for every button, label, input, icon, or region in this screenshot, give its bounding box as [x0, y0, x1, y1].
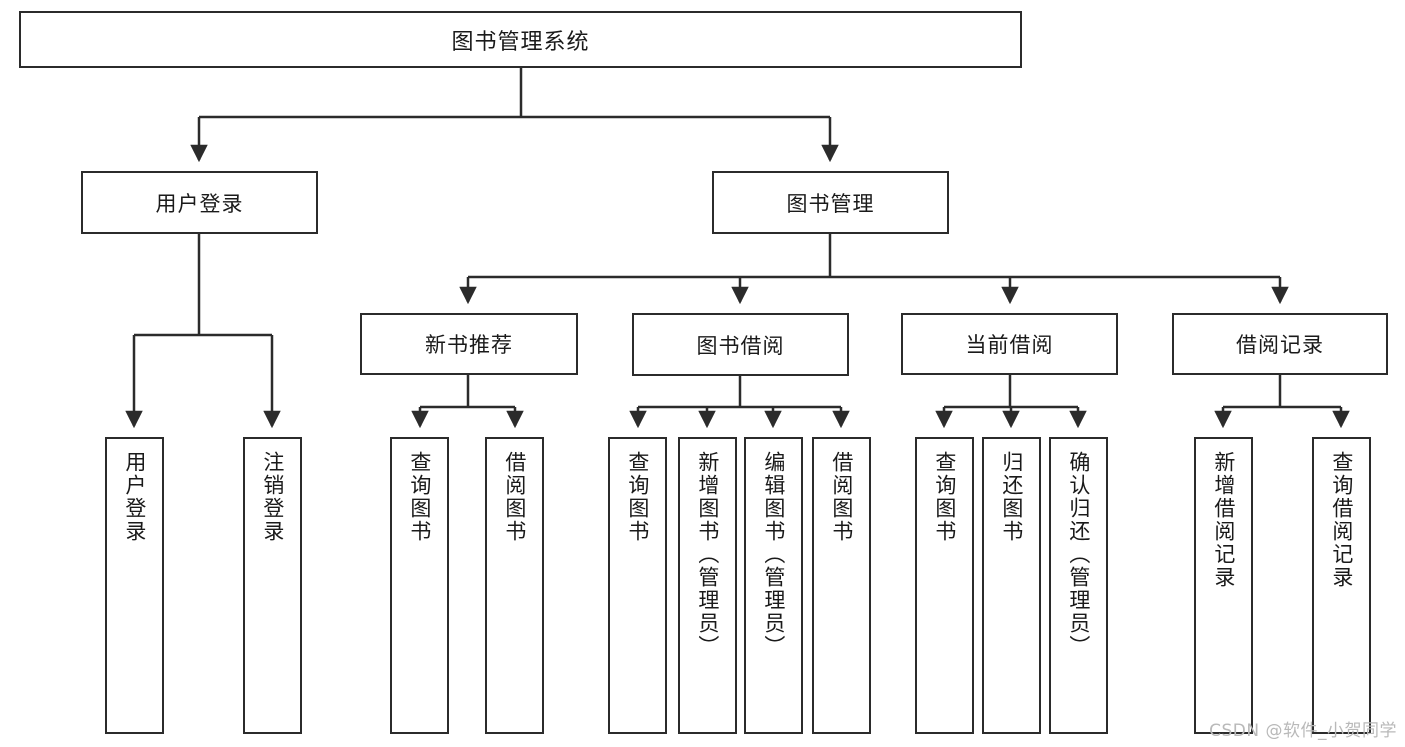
node-leaf-borrow-book-1[interactable]: 借阅图书 — [485, 437, 544, 734]
node-leaf-query-book-1[interactable]: 查询图书 — [390, 437, 449, 734]
node-leaf-edit-book-label: 编辑图书（管理员） — [761, 451, 786, 658]
node-leaf-user-login[interactable]: 用户登录 — [105, 437, 164, 734]
node-borrow-record[interactable]: 借阅记录 — [1172, 313, 1388, 375]
node-root-label: 图书管理系统 — [451, 29, 590, 55]
node-book-manage[interactable]: 图书管理 — [712, 171, 949, 234]
node-leaf-user-login-label: 用户登录 — [122, 451, 147, 543]
node-leaf-query-book-3-label: 查询图书 — [932, 451, 957, 543]
node-book-borrow-label: 图书借阅 — [696, 333, 785, 358]
node-user-login-label: 用户登录 — [155, 191, 244, 216]
node-borrow-record-label: 借阅记录 — [1236, 333, 1324, 357]
node-root[interactable]: 图书管理系统 — [19, 11, 1022, 68]
node-current-borrow-label: 当前借阅 — [965, 333, 1054, 357]
node-leaf-add-book[interactable]: 新增图书（管理员） — [678, 437, 737, 734]
node-leaf-add-record-label: 新增借阅记录 — [1211, 451, 1236, 589]
node-leaf-borrow-book-1-label: 借阅图书 — [502, 451, 527, 543]
watermark: CSDN @软件_小贺同学 — [1209, 721, 1397, 741]
node-book-manage-label: 图书管理 — [786, 191, 875, 216]
node-leaf-query-book-2[interactable]: 查询图书 — [608, 437, 667, 734]
node-leaf-query-book-2-label: 查询图书 — [625, 451, 650, 543]
node-leaf-query-book-1-label: 查询图书 — [407, 451, 432, 543]
node-book-borrow[interactable]: 图书借阅 — [632, 313, 849, 376]
node-new-book-recommend-label: 新书推荐 — [425, 333, 513, 357]
node-leaf-query-record-label: 查询借阅记录 — [1329, 451, 1354, 589]
node-leaf-return-book-label: 归还图书 — [999, 451, 1024, 543]
node-leaf-return-book[interactable]: 归还图书 — [982, 437, 1041, 734]
node-leaf-edit-book[interactable]: 编辑图书（管理员） — [744, 437, 803, 734]
node-leaf-confirm-return[interactable]: 确认归还（管理员） — [1049, 437, 1108, 734]
node-leaf-logout-login-label: 注销登录 — [260, 451, 285, 543]
node-leaf-borrow-book-2-label: 借阅图书 — [829, 451, 854, 543]
node-leaf-add-book-label: 新增图书（管理员） — [695, 451, 720, 658]
node-user-login[interactable]: 用户登录 — [81, 171, 318, 234]
node-new-book-recommend[interactable]: 新书推荐 — [360, 313, 578, 375]
node-leaf-query-record[interactable]: 查询借阅记录 — [1312, 437, 1371, 734]
node-leaf-confirm-return-label: 确认归还（管理员） — [1066, 451, 1091, 658]
node-leaf-borrow-book-2[interactable]: 借阅图书 — [812, 437, 871, 734]
node-leaf-query-book-3[interactable]: 查询图书 — [915, 437, 974, 734]
node-leaf-logout-login[interactable]: 注销登录 — [243, 437, 302, 734]
node-current-borrow[interactable]: 当前借阅 — [901, 313, 1118, 375]
node-leaf-add-record[interactable]: 新增借阅记录 — [1194, 437, 1253, 734]
